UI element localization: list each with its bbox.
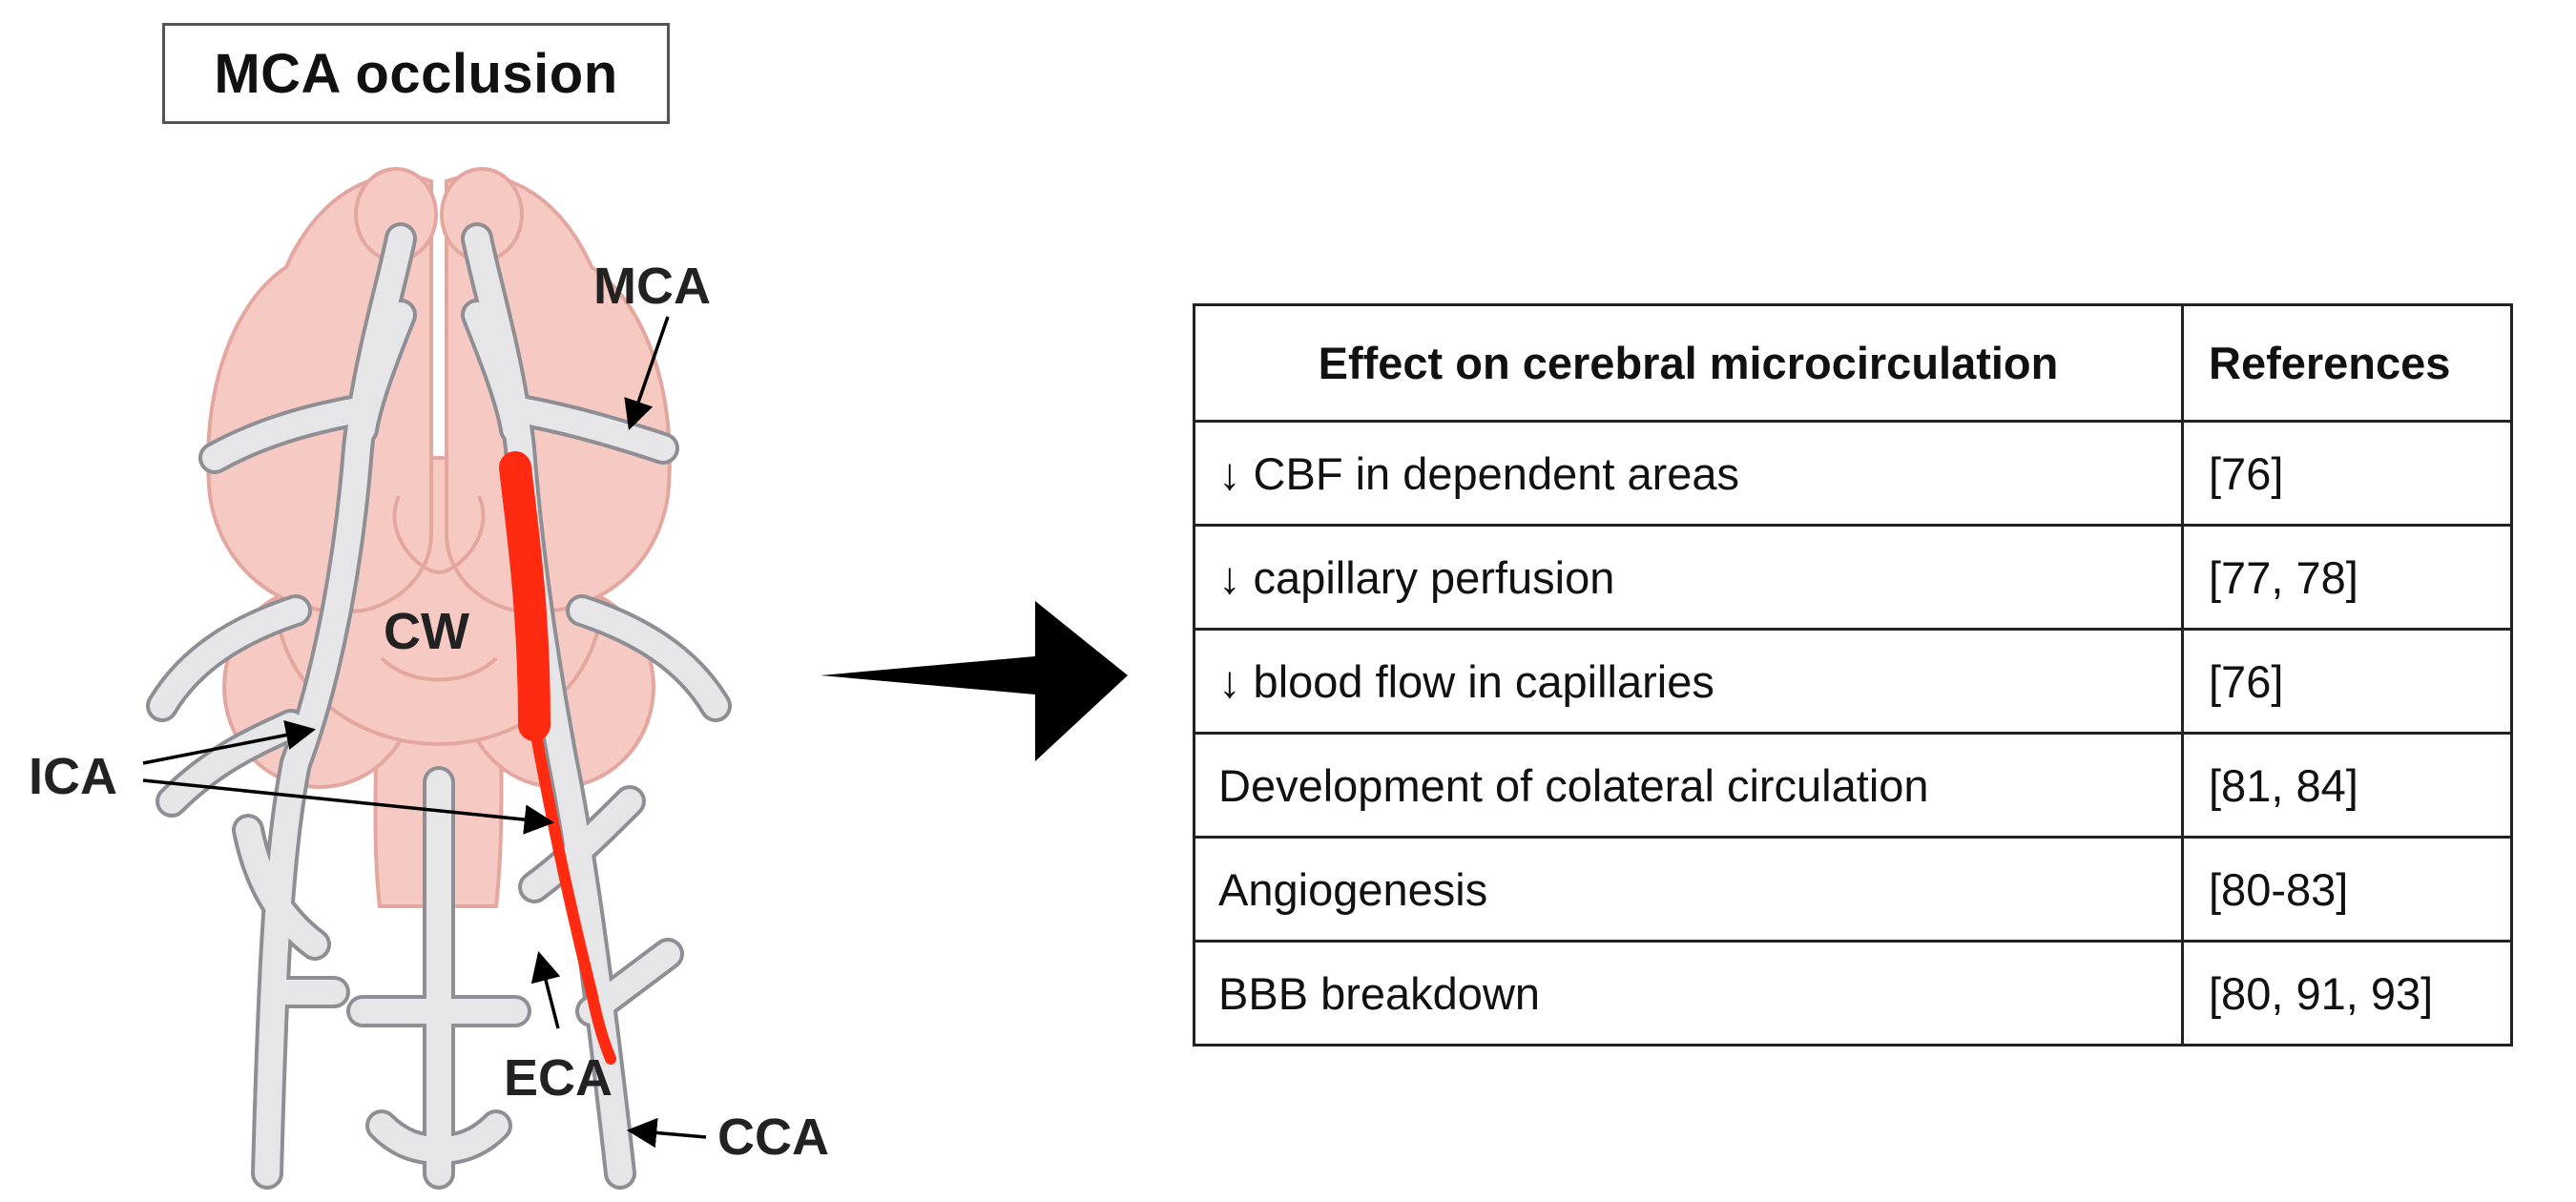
brain-fold: [392, 495, 486, 575]
table-row: ↓ blood flow in capillaries [76]: [1193, 628, 2513, 735]
table-row: ↓ capillary perfusion [77, 78]: [1193, 524, 2513, 631]
eca-pointer: [530, 950, 561, 1029]
cca-pointer: [626, 1117, 707, 1149]
table-row: BBB breakdown [80, 91, 93]: [1193, 940, 2513, 1047]
effect-cell: BBB breakdown: [1193, 940, 2184, 1047]
figure-title: MCA occlusion: [214, 42, 618, 105]
occlusion-mark: [499, 451, 616, 1065]
table-row: ↓ CBF in dependent areas [76]: [1193, 420, 2513, 527]
label-pointers: [142, 316, 707, 1149]
table-header-row: Effect on cerebral microcirculation Refe…: [1193, 303, 2513, 423]
effects-table: Effect on cerebral microcirculation Refe…: [1193, 303, 2513, 1047]
ica-pointer-right: [142, 778, 555, 835]
label-eca: ECA: [504, 1049, 613, 1107]
ica-pointer-left: [142, 720, 317, 765]
table-row: Development of colateral circulation [81…: [1193, 732, 2513, 839]
label-cca: CCA: [717, 1109, 829, 1166]
label-cw: CW: [384, 603, 469, 660]
table-row: Angiogenesis [80-83]: [1193, 836, 2513, 943]
brain-fold: [380, 656, 498, 682]
effect-cell: ↓ capillary perfusion: [1193, 524, 2184, 631]
mca-pointer: [624, 316, 670, 430]
occlusion-thick: [499, 451, 551, 741]
title-box: MCA occlusion: [162, 23, 670, 124]
effect-cell: ↓ CBF in dependent areas: [1193, 420, 2184, 527]
references-cell: [76]: [2181, 628, 2513, 735]
header-references: References: [2181, 303, 2513, 423]
arrow-right-icon: [821, 601, 1128, 761]
references-cell: [80-83]: [2181, 836, 2513, 943]
references-cell: [80, 91, 93]: [2181, 940, 2513, 1047]
effect-cell: ↓ blood flow in capillaries: [1193, 628, 2184, 735]
effect-cell: Angiogenesis: [1193, 836, 2184, 943]
label-mca: MCA: [593, 258, 711, 315]
vessel-tree: [146, 222, 732, 1190]
label-ica: ICA: [29, 748, 117, 805]
occlusion-thin: [529, 719, 616, 1065]
header-effect: Effect on cerebral microcirculation: [1193, 303, 2184, 423]
references-cell: [76]: [2181, 420, 2513, 527]
references-cell: [77, 78]: [2181, 524, 2513, 631]
references-cell: [81, 84]: [2181, 732, 2513, 839]
effect-cell: Development of colateral circulation: [1193, 732, 2184, 839]
